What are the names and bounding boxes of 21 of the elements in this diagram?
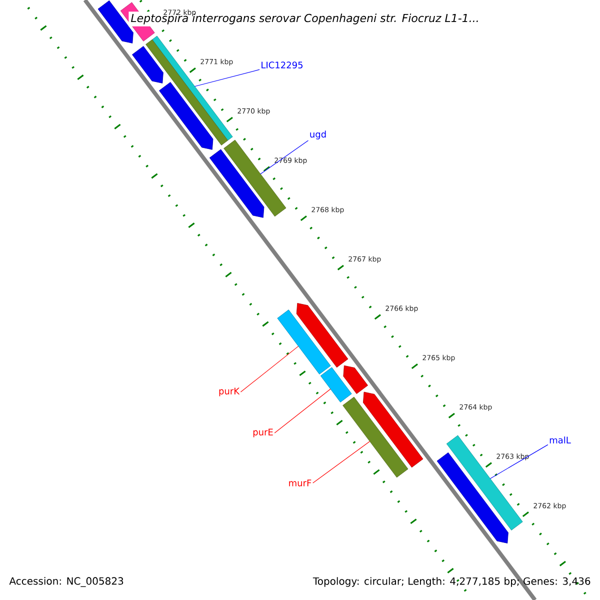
gene-block bbox=[343, 365, 368, 394]
gene-block bbox=[363, 392, 424, 468]
gene-label: murF bbox=[289, 480, 312, 486]
gene-label: LIC12295 bbox=[262, 62, 302, 68]
gene-bar bbox=[277, 310, 331, 374]
gene-label: purK bbox=[219, 388, 240, 396]
leader-line bbox=[260, 140, 309, 174]
gene-label: malL bbox=[550, 436, 571, 444]
gene-bar bbox=[320, 367, 352, 402]
leader-line bbox=[194, 69, 260, 87]
gene-bar bbox=[152, 36, 233, 141]
accession-text: Accession: NC_005823 bbox=[9, 577, 124, 587]
gene-block bbox=[132, 46, 164, 84]
gene-block bbox=[296, 303, 348, 368]
leader-line bbox=[490, 444, 548, 479]
gene-bar bbox=[342, 396, 408, 478]
gene-block bbox=[159, 82, 214, 150]
gene-label: ugd bbox=[310, 130, 326, 140]
gene-block bbox=[209, 149, 264, 218]
gene-label: purE bbox=[253, 428, 273, 438]
summary-text: Topology: circular; Length: 4,277,185 bp; Genes: 3,436 bbox=[312, 577, 590, 587]
